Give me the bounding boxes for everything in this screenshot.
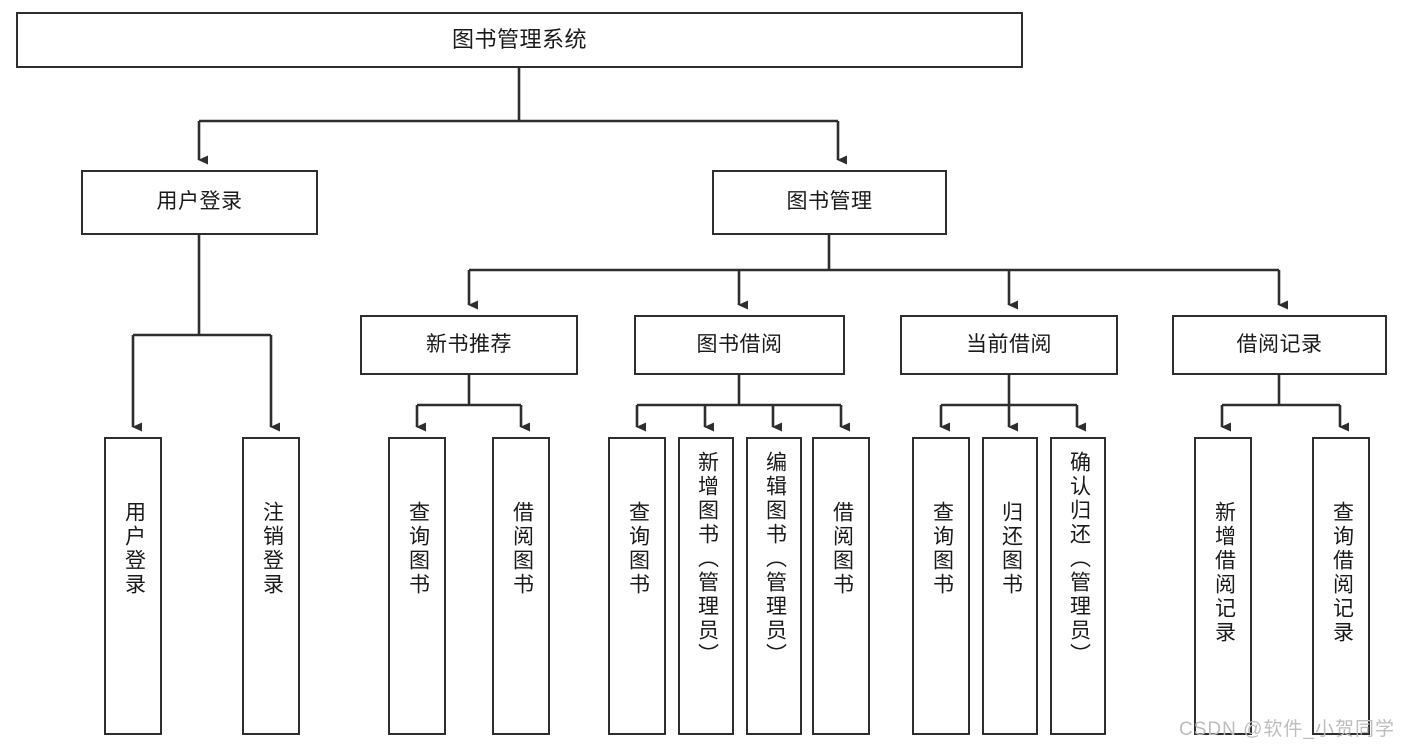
node-book-management[interactable]: 图书管理 bbox=[712, 170, 947, 235]
leaf-new-book-borrow-label: 借阅图书 bbox=[510, 501, 534, 597]
node-root[interactable]: 图书管理系统 bbox=[16, 12, 1023, 68]
leaf-new-book-query[interactable]: 查询图书 bbox=[388, 437, 446, 735]
leaf-current-return-book-label: 归还图书 bbox=[999, 501, 1023, 597]
node-current-borrow[interactable]: 当前借阅 bbox=[900, 315, 1118, 375]
node-new-book-recommend[interactable]: 新书推荐 bbox=[360, 315, 578, 375]
leaf-new-book-query-label: 查询图书 bbox=[406, 501, 430, 597]
leaf-new-book-borrow[interactable]: 借阅图书 bbox=[492, 437, 550, 735]
leaf-user-login-logout-label: 注销登录 bbox=[260, 501, 284, 597]
leaf-current-query-book-label: 查询图书 bbox=[930, 501, 954, 597]
leaf-borrow-borrow-book-label: 借阅图书 bbox=[830, 501, 854, 597]
node-new-book-recommend-label: 新书推荐 bbox=[426, 332, 512, 356]
node-book-borrow-label: 图书借阅 bbox=[696, 332, 783, 356]
leaf-borrow-edit-book-admin[interactable]: 编辑图书（管理员） bbox=[746, 437, 802, 735]
leaf-records-query-record-label: 查询借阅记录 bbox=[1330, 501, 1354, 645]
node-book-borrow[interactable]: 图书借阅 bbox=[634, 315, 845, 375]
leaf-borrow-add-book-admin-label: 新增图书（管理员） bbox=[695, 451, 719, 667]
leaf-borrow-add-book-admin[interactable]: 新增图书（管理员） bbox=[678, 437, 734, 735]
leaf-current-confirm-return-admin-label: 确认归还（管理员） bbox=[1067, 451, 1091, 667]
leaf-user-login-login[interactable]: 用户登录 bbox=[104, 437, 162, 735]
node-book-management-label: 图书管理 bbox=[786, 190, 873, 214]
node-borrow-records[interactable]: 借阅记录 bbox=[1172, 315, 1387, 375]
node-user-login-label: 用户登录 bbox=[156, 190, 243, 214]
leaf-records-add-record[interactable]: 新增借阅记录 bbox=[1194, 437, 1252, 735]
leaf-records-query-record[interactable]: 查询借阅记录 bbox=[1312, 437, 1370, 735]
leaf-borrow-query-book[interactable]: 查询图书 bbox=[608, 437, 666, 735]
leaf-current-query-book[interactable]: 查询图书 bbox=[912, 437, 970, 735]
leaf-records-add-record-label: 新增借阅记录 bbox=[1212, 501, 1236, 645]
leaf-user-login-login-label: 用户登录 bbox=[122, 501, 146, 597]
node-root-label: 图书管理系统 bbox=[451, 27, 587, 53]
leaf-borrow-borrow-book[interactable]: 借阅图书 bbox=[812, 437, 870, 735]
leaf-current-return-book[interactable]: 归还图书 bbox=[982, 437, 1038, 735]
node-borrow-records-label: 借阅记录 bbox=[1236, 332, 1323, 356]
node-current-borrow-label: 当前借阅 bbox=[966, 332, 1052, 356]
leaf-borrow-query-book-label: 查询图书 bbox=[626, 501, 650, 597]
node-user-login[interactable]: 用户登录 bbox=[81, 170, 318, 235]
leaf-user-login-logout[interactable]: 注销登录 bbox=[242, 437, 300, 735]
leaf-current-confirm-return-admin[interactable]: 确认归还（管理员） bbox=[1050, 437, 1106, 735]
csdn-watermark: CSDN @软件_小贺同学 bbox=[1179, 719, 1395, 740]
leaf-borrow-edit-book-admin-label: 编辑图书（管理员） bbox=[763, 451, 787, 667]
